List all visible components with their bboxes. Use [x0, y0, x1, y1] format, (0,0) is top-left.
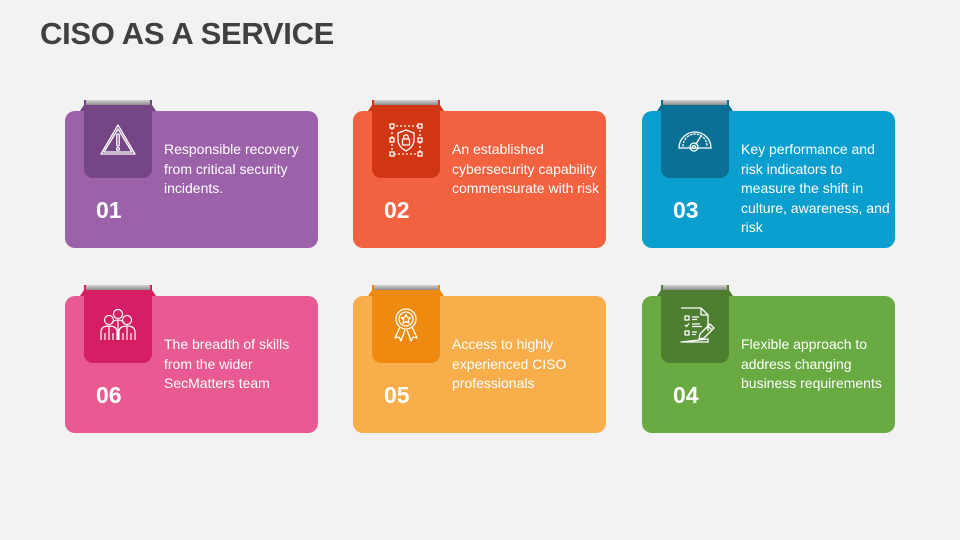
card-description: Key performance and risk indicators to m…	[741, 141, 890, 235]
card-description: Flexible approach to address changing bu…	[741, 336, 882, 391]
card-02: 02 An established cybersecurity capabili…	[353, 100, 606, 248]
card-description: The breadth of skills from the wider Sec…	[164, 336, 290, 391]
card-number: 06	[96, 382, 122, 408]
card-tab	[372, 100, 440, 178]
team-icon	[98, 305, 138, 345]
card-06: 06 The breadth of skills from the wider …	[65, 285, 318, 433]
card-description: An established cybersecurity capability …	[452, 141, 600, 196]
card-05: 05 Access to highly experienced CISO pro…	[353, 285, 606, 433]
card-03: 03 Key performance and risk indicators t…	[642, 100, 895, 248]
card-tab	[84, 285, 152, 363]
card-number: 01	[96, 197, 122, 223]
card-number: 04	[673, 382, 699, 408]
award-ribbon-icon	[386, 305, 426, 345]
card-tab	[661, 285, 729, 363]
card-number: 03	[673, 197, 699, 223]
page-title: CISO AS A SERVICE	[40, 16, 335, 51]
card-number: 02	[384, 197, 410, 223]
card-number: 05	[384, 382, 410, 408]
card-tab	[661, 100, 729, 178]
card-04: 04 Flexible approach to address changing…	[642, 285, 895, 433]
gauge-icon	[675, 120, 715, 160]
card-description: Responsible recovery from critical secur…	[164, 141, 299, 196]
warning-triangle-icon	[98, 120, 138, 160]
card-description: Access to highly experienced CISO profes…	[452, 336, 567, 391]
card-tab	[372, 285, 440, 363]
shield-lock-icon	[386, 120, 426, 160]
checklist-pencil-icon	[675, 305, 715, 345]
card-tab	[84, 100, 152, 178]
card-01: 01 Responsible recovery from critical se…	[65, 100, 318, 248]
